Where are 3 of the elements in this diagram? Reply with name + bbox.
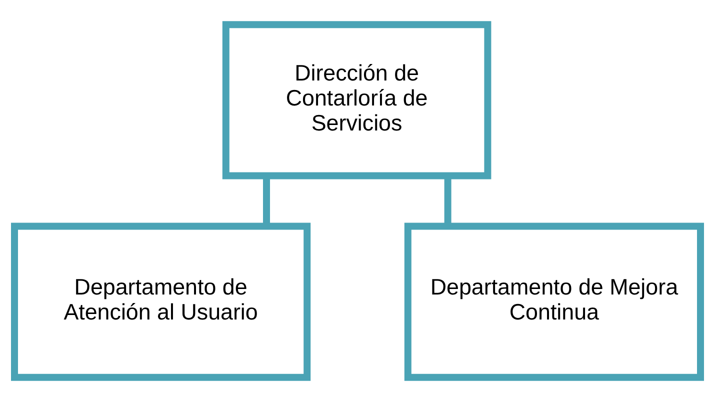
node-box: Departamento de Atención al Usuario xyxy=(11,222,311,380)
node-box: Dirección de Contarloría de Servicios xyxy=(222,20,492,179)
node-box: Departamento de Mejora Continua xyxy=(404,222,704,380)
